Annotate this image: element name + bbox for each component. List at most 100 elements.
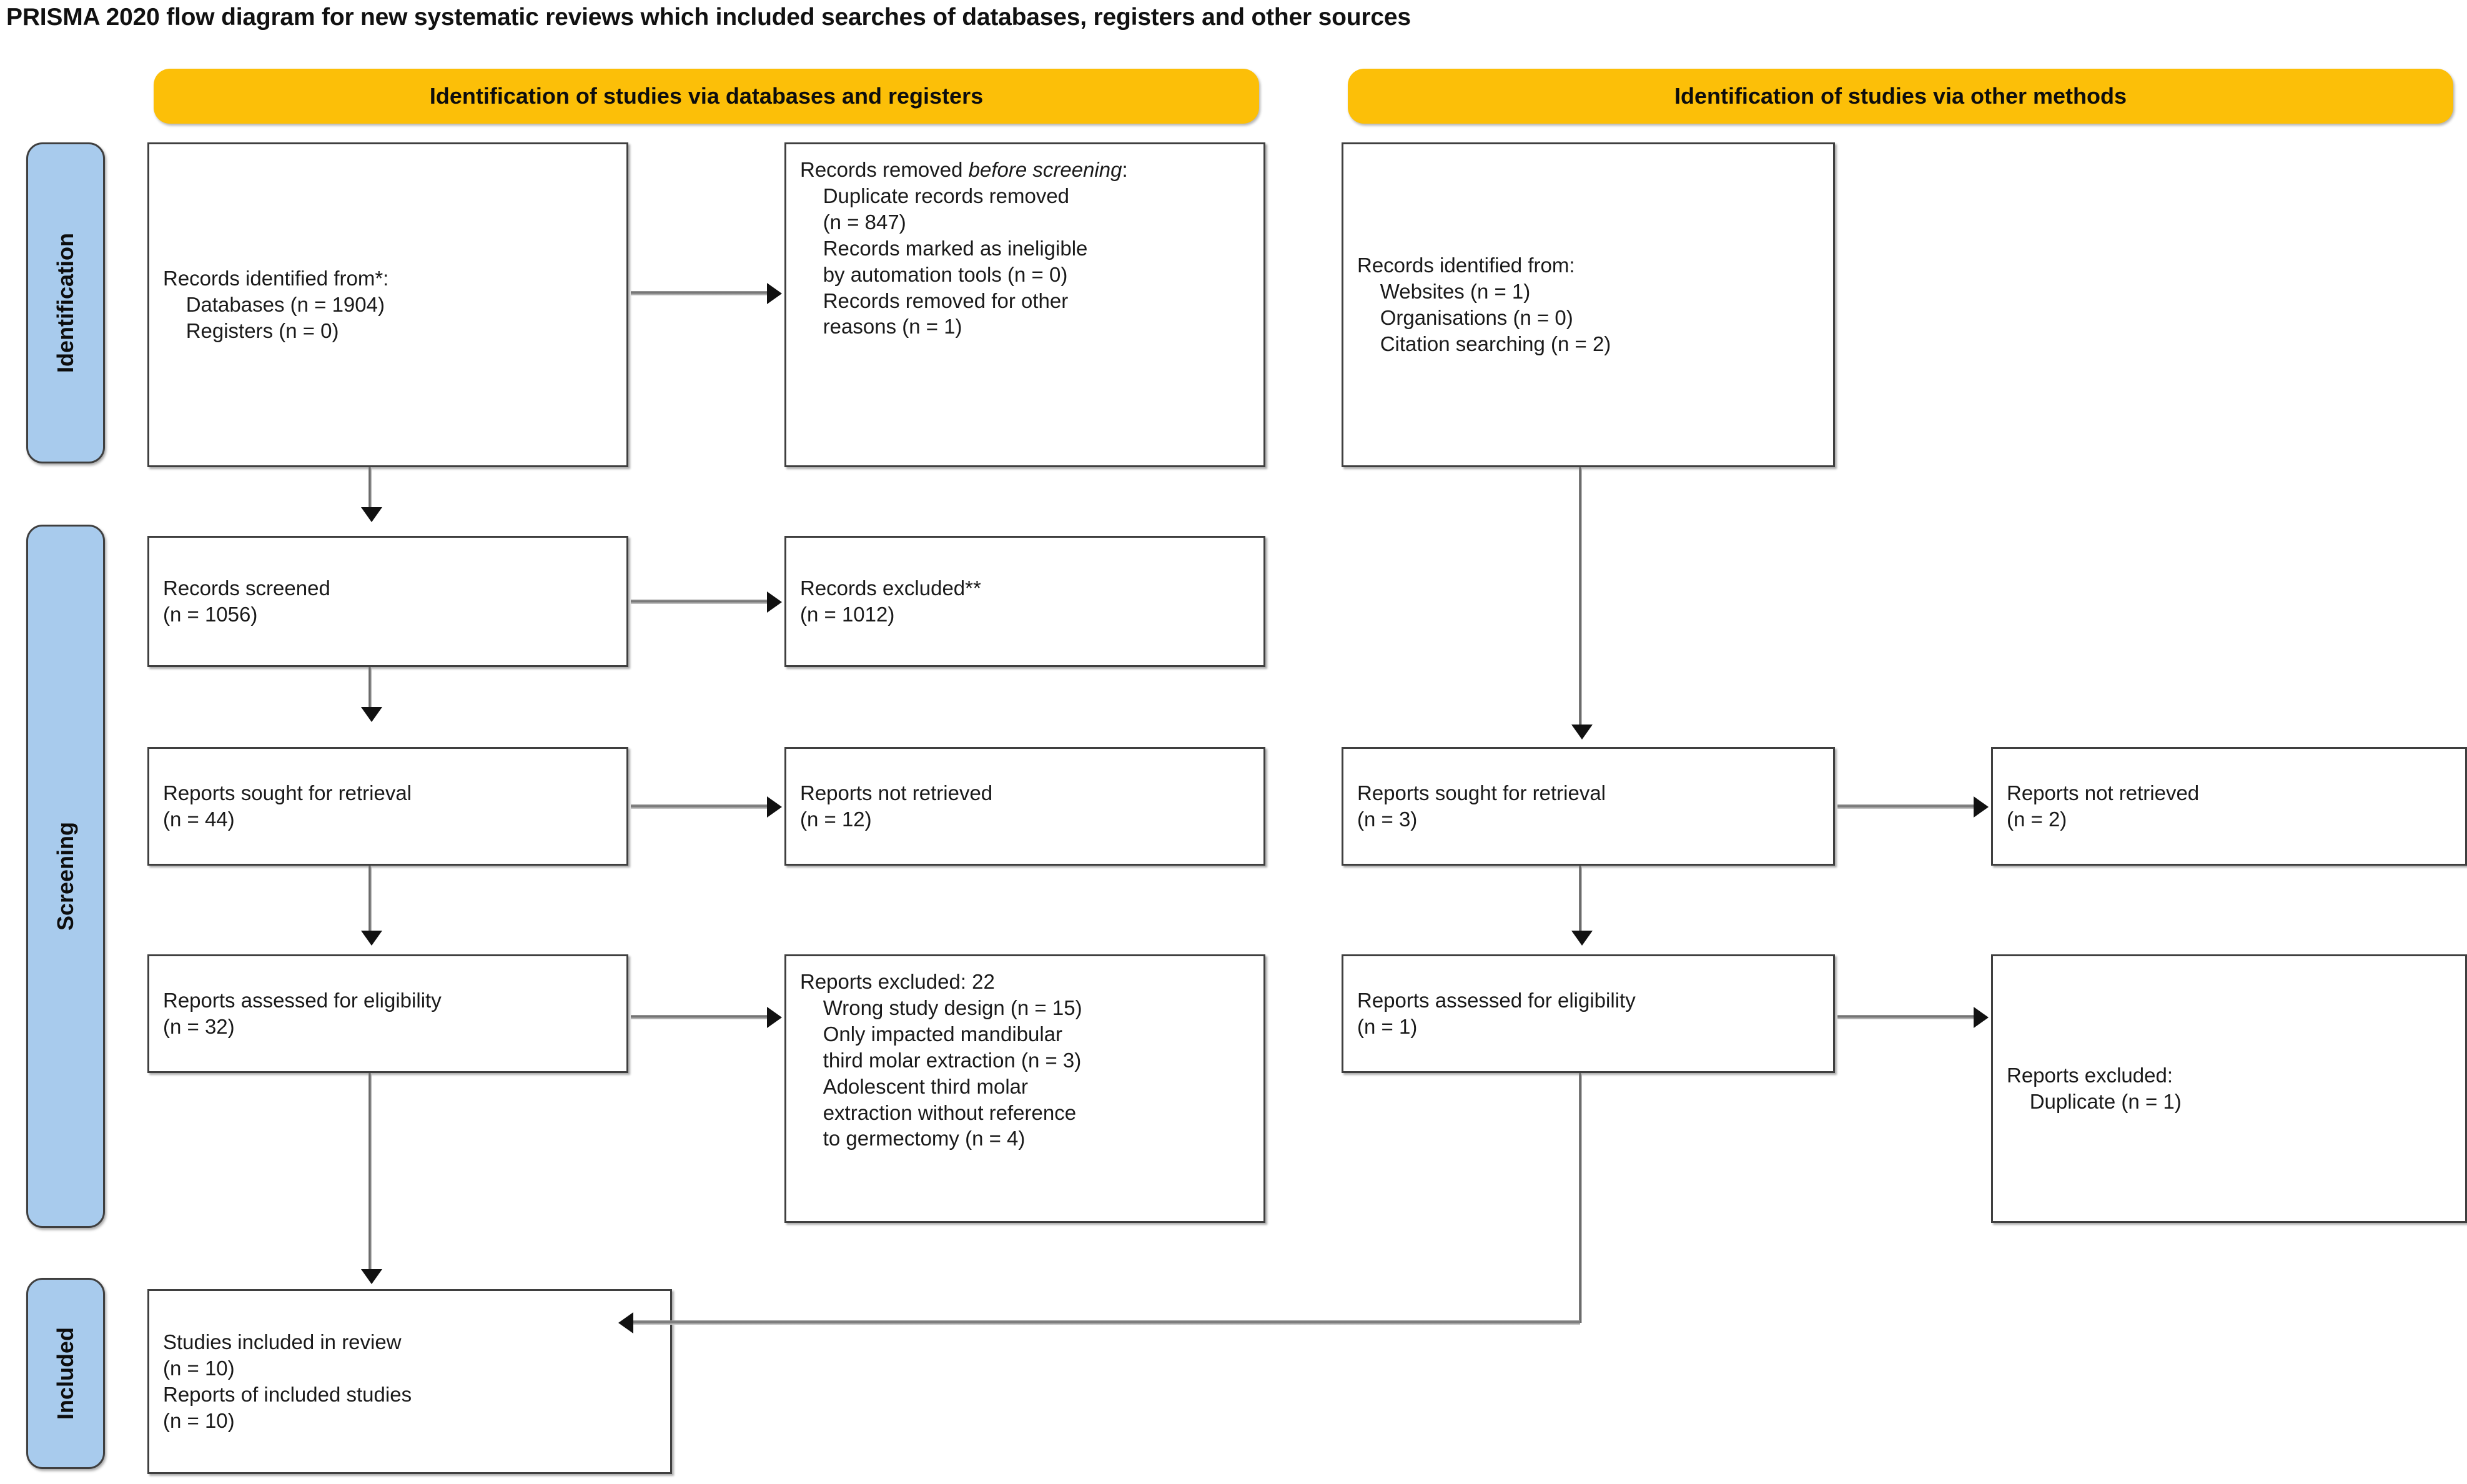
box-reports-not-retrieved-other-text: Reports not retrieved (n = 2) (1993, 780, 2213, 833)
section-header-other-methods-text: Identification of studies via other meth… (1674, 83, 2127, 109)
stage-label-included-text: Included (52, 1327, 79, 1420)
arrowhead-other-to-included (618, 1312, 633, 1333)
box-studies-included: Studies included in review (n = 10) Repo… (147, 1289, 672, 1474)
box-reports-excluded-databases: Reports excluded: 22 Wrong study design … (784, 954, 1265, 1223)
box-reports-assessed-other: Reports assessed for eligibility (n = 1) (1342, 954, 1835, 1073)
records-identified-other-line2: Websites (n = 1) (1357, 280, 1531, 304)
section-header-databases-text: Identification of studies via databases … (429, 83, 984, 109)
page-title: PRISMA 2020 flow diagram for new systema… (6, 4, 1411, 31)
arrowhead-sought-to-assessed-db (361, 931, 382, 946)
box-reports-not-retrieved-databases-text: Reports not retrieved (n = 12) (786, 780, 1006, 833)
records-screened-line1: Records screened (163, 576, 330, 600)
connector-screened-to-sought (368, 667, 372, 710)
records-removed-line5: Records removed for other (800, 289, 1069, 312)
reports-excluded-db-line2: Wrong study design (n = 15) (800, 996, 1082, 1019)
box-reports-not-retrieved-databases: Reports not retrieved (n = 12) (784, 747, 1265, 866)
reports-not-retrieved-other-line1: Reports not retrieved (2007, 781, 2200, 805)
stage-label-screening-text: Screening (52, 821, 78, 931)
connector-assessed-to-excluded-other (1837, 1015, 1974, 1019)
box-reports-sought-databases-text: Reports sought for retrieval (n = 44) (149, 780, 425, 833)
reports-not-retrieved-db-line2: (n = 12) (800, 808, 872, 831)
studies-included-line1: Studies included in review (163, 1330, 402, 1354)
box-reports-sought-other-text: Reports sought for retrieval (n = 3) (1343, 780, 1619, 833)
reports-excluded-db-line5: Adolescent third molar (800, 1074, 1029, 1098)
box-reports-excluded-other-text: Reports excluded: Duplicate (n = 1) (1993, 1062, 2195, 1115)
reports-excluded-db-line3: Only impacted mandibular (800, 1022, 1063, 1046)
connector-assessed-to-excluded-db (631, 1015, 767, 1019)
box-records-identified-text: Records identified from*: Databases (n =… (149, 265, 402, 344)
reports-assessed-db-line1: Reports assessed for eligibility (163, 989, 442, 1012)
box-records-identified-other: Records identified from: Websites (n = 1… (1342, 142, 1835, 467)
arrowhead-sought-to-not-retrieved-other (1974, 796, 1989, 818)
arrowhead-screened-to-excluded (767, 591, 782, 613)
records-identified-other-line3: Organisations (n = 0) (1357, 306, 1573, 329)
box-reports-sought-other: Reports sought for retrieval (n = 3) (1342, 747, 1835, 866)
records-identified-line2: Databases (n = 1904) (163, 293, 385, 317)
stage-label-identification-text: Identification (52, 233, 78, 373)
section-header-other-methods: Identification of studies via other meth… (1348, 69, 2453, 124)
reports-excluded-db-line6: extraction without reference (800, 1101, 1077, 1124)
arrowhead-identified-to-removed (767, 283, 782, 304)
records-removed-line1: Duplicate records removed (800, 184, 1070, 207)
box-reports-assessed-databases-text: Reports assessed for eligibility (n = 32… (149, 987, 455, 1040)
reports-sought-db-line2: (n = 44) (163, 808, 235, 831)
reports-sought-other-line2: (n = 3) (1357, 808, 1418, 831)
reports-not-retrieved-other-line2: (n = 2) (2007, 808, 2067, 831)
reports-excluded-other-line1: Reports excluded: (2007, 1064, 2173, 1087)
box-records-removed: Records removed before screening: Duplic… (784, 142, 1265, 467)
reports-sought-other-line1: Reports sought for retrieval (1357, 781, 1606, 805)
studies-included-line3: Reports of included studies (163, 1383, 412, 1406)
box-records-screened-text: Records screened (n = 1056) (149, 575, 344, 628)
connector-screened-to-excluded (631, 600, 767, 604)
studies-included-line2: (n = 10) (163, 1357, 235, 1380)
reports-assessed-other-line1: Reports assessed for eligibility (1357, 989, 1636, 1012)
records-excluded-line1: Records excluded** (800, 576, 981, 600)
box-records-excluded: Records excluded** (n = 1012) (784, 536, 1265, 667)
reports-excluded-db-line4: third molar extraction (n = 3) (800, 1048, 1082, 1072)
reports-excluded-db-line7: to germectomy (n = 4) (800, 1127, 1026, 1150)
connector-sought-to-assessed-other (1579, 866, 1582, 933)
connector-sought-to-assessed-db (368, 866, 372, 933)
connector-other-to-included-vertical (1579, 1073, 1582, 1323)
records-removed-heading-plain: Records removed (800, 158, 969, 181)
box-reports-excluded-databases-text: Reports excluded: 22 Wrong study design … (786, 956, 1096, 1152)
connector-other-to-included-horizontal (633, 1320, 1580, 1325)
box-reports-assessed-other-text: Reports assessed for eligibility (n = 1) (1343, 987, 1649, 1040)
connector-identified-to-removed (631, 291, 767, 295)
records-screened-line2: (n = 1056) (163, 603, 258, 626)
reports-assessed-other-line2: (n = 1) (1357, 1015, 1418, 1038)
stage-label-identification: Identification (26, 142, 105, 463)
connector-identified-to-screened (368, 467, 372, 510)
box-reports-sought-databases: Reports sought for retrieval (n = 44) (147, 747, 628, 866)
stage-label-screening: Screening (26, 525, 105, 1228)
arrowhead-identified-to-sought-other (1571, 725, 1593, 740)
connector-identified-to-sought-other (1579, 467, 1582, 727)
reports-assessed-db-line2: (n = 32) (163, 1015, 235, 1038)
reports-excluded-other-line2: Duplicate (n = 1) (2007, 1090, 2182, 1113)
arrowhead-assessed-to-excluded-db (767, 1007, 782, 1028)
records-removed-line3: Records marked as ineligible (800, 236, 1088, 260)
box-reports-excluded-other: Reports excluded: Duplicate (n = 1) (1991, 954, 2467, 1223)
box-studies-included-text: Studies included in review (n = 10) Repo… (149, 1329, 425, 1434)
box-records-identified-other-text: Records identified from: Websites (n = 1… (1343, 252, 1624, 357)
records-identified-line1: Records identified from*: (163, 267, 389, 290)
box-records-removed-text: Records removed before screening: Duplic… (786, 144, 1142, 340)
reports-not-retrieved-db-line1: Reports not retrieved (800, 781, 993, 805)
records-identified-other-line1: Records identified from: (1357, 254, 1575, 277)
arrowhead-assessed-to-included (361, 1269, 382, 1284)
arrowhead-sought-to-assessed-other (1571, 931, 1593, 946)
arrowhead-sought-to-not-retrieved-db (767, 796, 782, 818)
reports-sought-db-line1: Reports sought for retrieval (163, 781, 412, 805)
records-excluded-line2: (n = 1012) (800, 603, 895, 626)
connector-assessed-to-included (368, 1073, 372, 1272)
studies-included-line4: (n = 10) (163, 1408, 235, 1432)
records-removed-line6: reasons (n = 1) (800, 315, 962, 339)
records-identified-line3: Registers (n = 0) (163, 319, 339, 342)
box-records-excluded-text: Records excluded** (n = 1012) (786, 575, 995, 628)
section-header-databases: Identification of studies via databases … (154, 69, 1259, 124)
connector-sought-to-not-retrieved-db (631, 804, 767, 809)
box-reports-assessed-databases: Reports assessed for eligibility (n = 32… (147, 954, 628, 1073)
records-identified-other-line4: Citation searching (n = 2) (1357, 332, 1611, 355)
box-reports-not-retrieved-other: Reports not retrieved (n = 2) (1991, 747, 2467, 866)
